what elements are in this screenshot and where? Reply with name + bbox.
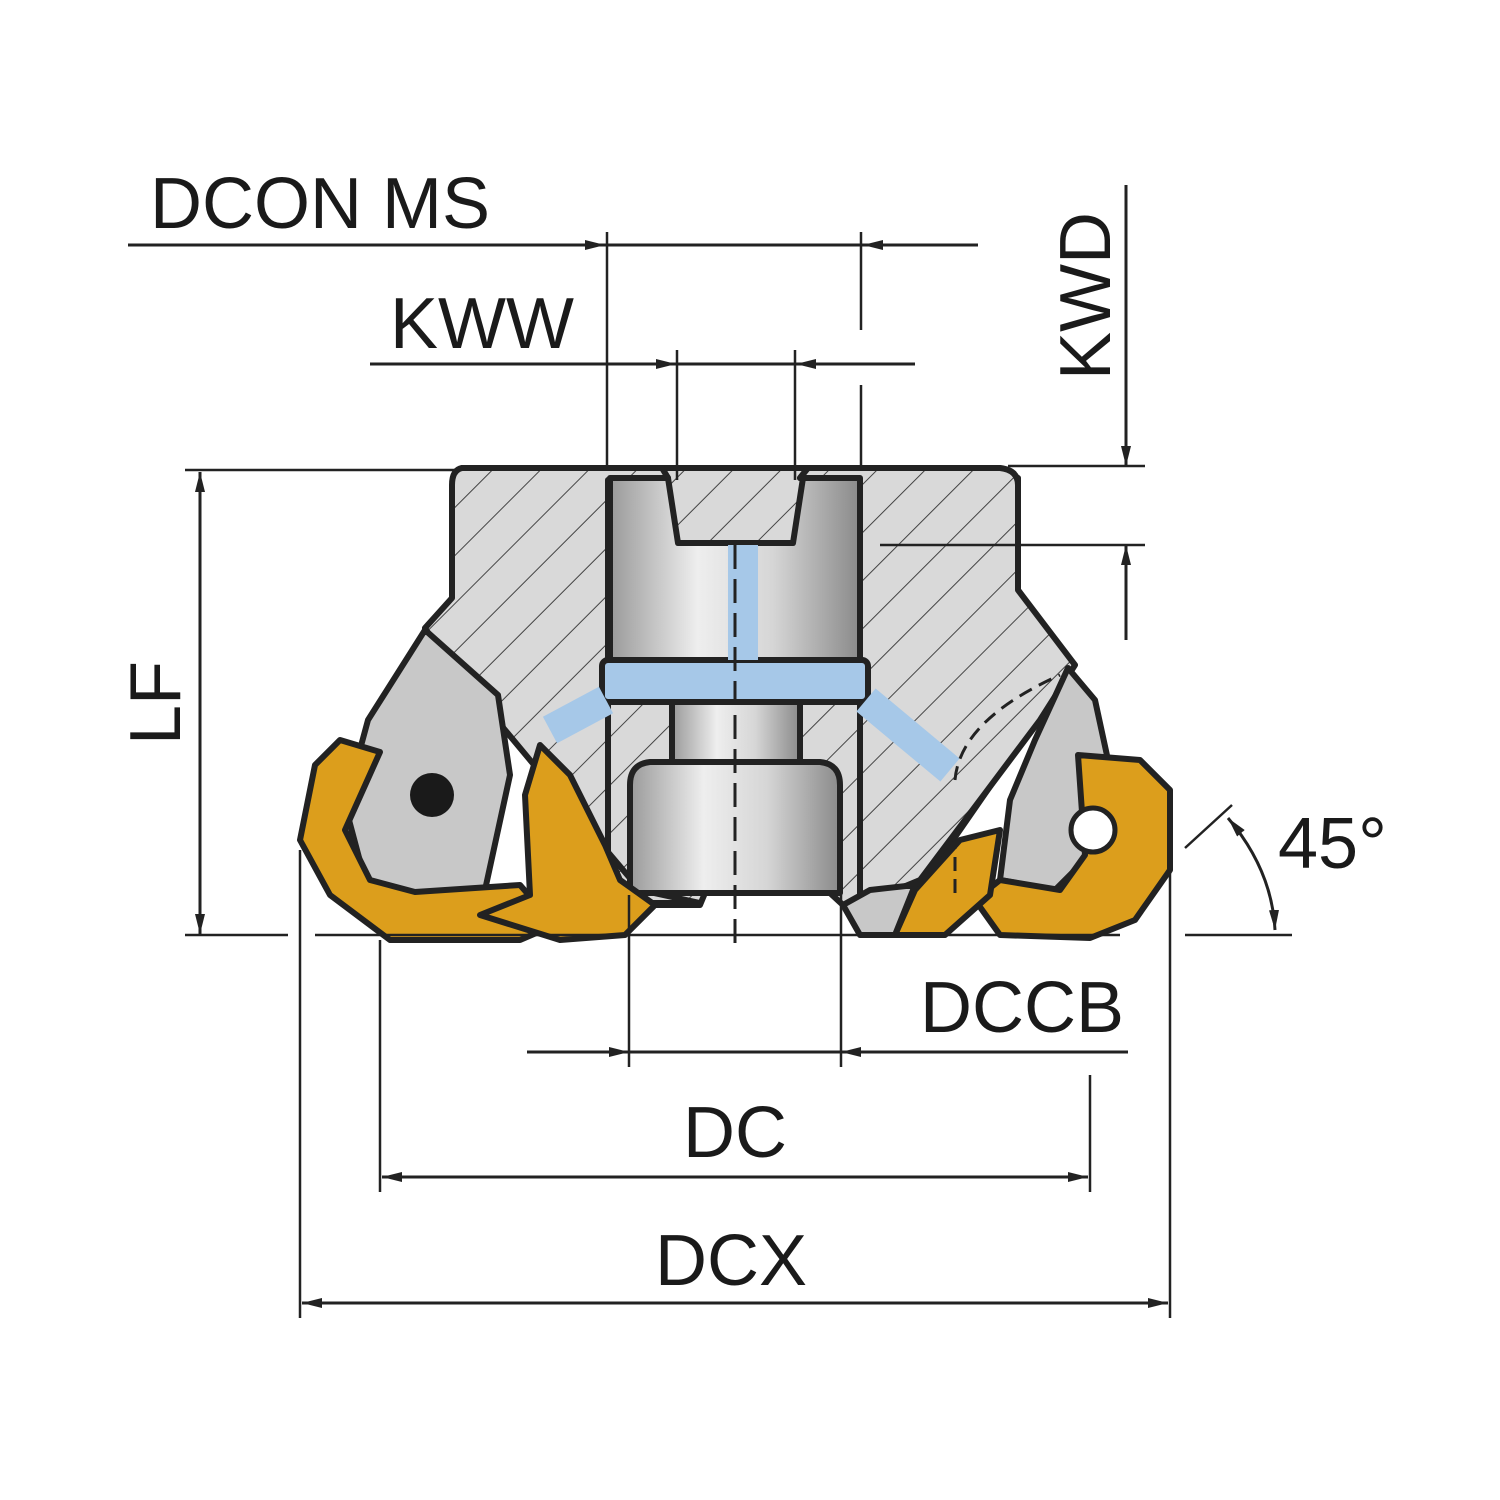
label-dccb: DCCB — [920, 968, 1124, 1048]
label-kww: KWW — [390, 284, 574, 364]
label-lf: LF — [116, 661, 196, 745]
centerlines — [733, 545, 1061, 945]
insert-screw-icon — [410, 773, 454, 817]
label-dcx: DCX — [655, 1221, 807, 1301]
dimension-lines — [128, 185, 1292, 1318]
dimension-labels: DCON MS KWW KWD LF 45° DCCB DC DCX — [116, 164, 1387, 1301]
label-kwd: KWD — [1046, 212, 1126, 380]
right-insert-gold — [972, 752, 1173, 941]
insert-screw-icon-right — [1068, 805, 1118, 855]
label-angle: 45° — [1278, 804, 1387, 884]
coolant-channels — [542, 545, 960, 782]
label-dcon-ms: DCON MS — [150, 164, 490, 244]
label-dc: DC — [683, 1093, 787, 1173]
